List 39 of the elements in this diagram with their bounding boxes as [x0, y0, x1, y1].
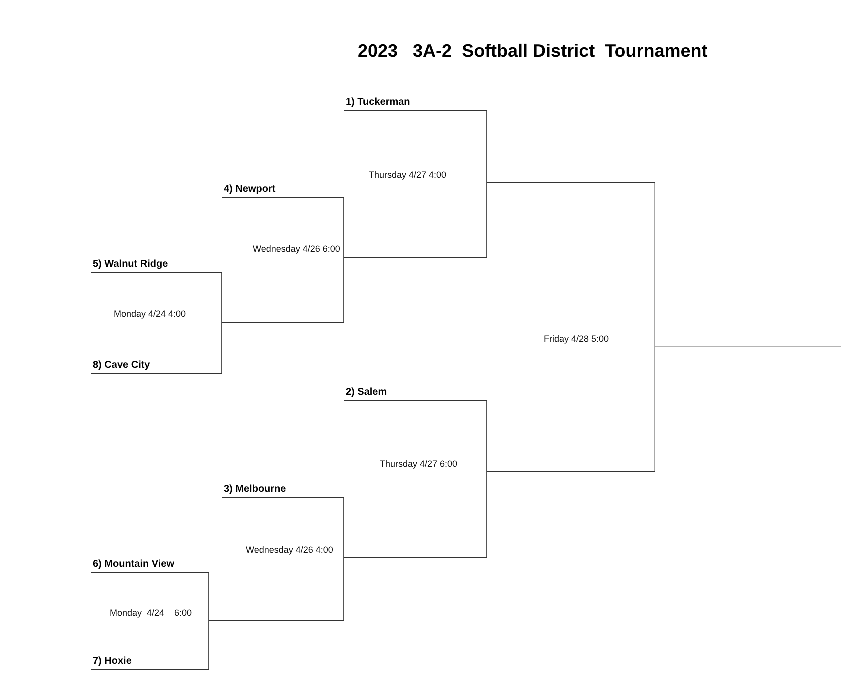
bracket-line: [344, 557, 487, 558]
bracket-line: [655, 346, 841, 347]
bracket-slot: [222, 484, 344, 498]
bracket-slot: [344, 97, 487, 111]
game-time: Monday 4/24 6:00: [110, 608, 192, 619]
game-time: Wednesday 4/26 4:00: [246, 545, 334, 556]
game-time: Monday 4/24 4:00: [114, 309, 186, 320]
bracket-connector: [486, 400, 488, 472]
bracket-connector: [208, 620, 210, 670]
game-time: Friday 4/28 5:00: [544, 334, 610, 345]
bracket-connector: [486, 110, 488, 182]
team-name: 5) Walnut Ridge: [93, 259, 168, 271]
bracket-line: [222, 322, 344, 323]
bracket-connector: [486, 182, 488, 258]
bracket-connector: [654, 346, 656, 472]
bracket-slot: [91, 559, 209, 573]
bracket-connector: [208, 572, 210, 620]
game-time: Thursday 4/27 6:00: [380, 459, 458, 470]
team-name: 3) Melbourne: [224, 484, 286, 496]
bracket-line: [487, 471, 655, 472]
bracket-connector: [486, 470, 488, 558]
team-name: 8) Cave City: [93, 360, 150, 372]
game-time: Wednesday 4/26 6:00: [253, 244, 340, 255]
team-name: 6) Mountain View: [93, 559, 174, 571]
team-name: 1) Tuckerman: [346, 97, 410, 109]
team-name: 7) Hoxie: [93, 656, 132, 668]
bracket-line: [487, 182, 655, 183]
bracket-connector: [654, 182, 656, 346]
bracket-slot: [344, 387, 487, 401]
team-name: 4) Newport: [224, 184, 276, 196]
title: 2023 3A-2 Softball District Tournament: [358, 41, 708, 61]
game-time: Thursday 4/27 4:00: [369, 170, 447, 181]
bracket-slot: [222, 184, 344, 198]
bracket-line: [344, 257, 487, 258]
bracket-slot: [91, 259, 222, 273]
bracket-line: [209, 620, 344, 621]
bracket-slot: [91, 360, 222, 374]
team-name: 2) Salem: [346, 387, 388, 399]
bracket-slot: [91, 656, 209, 670]
